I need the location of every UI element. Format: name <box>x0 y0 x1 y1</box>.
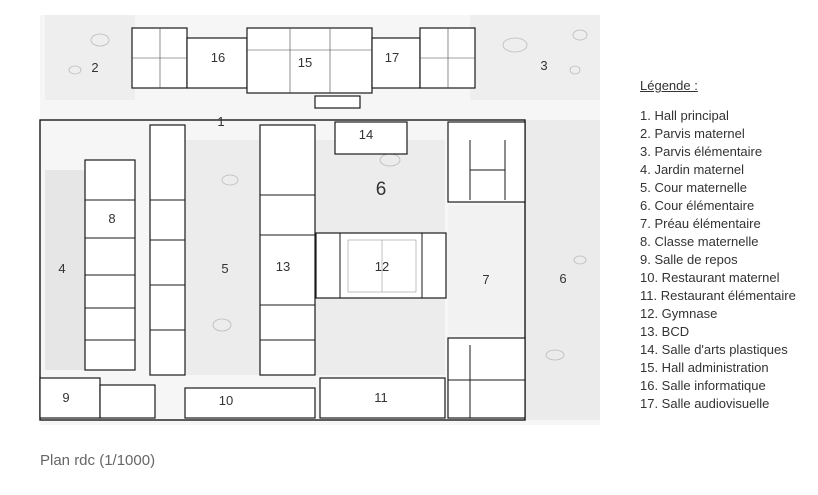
room-labels: 1 2 3 4 5 6 6 7 8 9 10 11 12 13 14 15 16… <box>58 50 566 408</box>
room-number-14: 14 <box>359 127 373 142</box>
cour-maternelle <box>185 140 260 375</box>
central-wing-partitions <box>260 194 423 341</box>
room-number-5: 5 <box>221 261 228 276</box>
legend-item: 13. BCD <box>640 324 690 339</box>
cour-elementaire-east <box>525 120 600 420</box>
plan-caption: Plan rdc (1/1000) <box>40 452 156 469</box>
room-number-6: 6 <box>376 179 387 200</box>
legend: Légende : 1. Hall principal 2. Parvis ma… <box>640 78 815 413</box>
legend-item: 10. Restaurant maternel <box>640 270 780 285</box>
legend-item: 1. Hall principal <box>640 108 729 123</box>
legend-item: 16. Salle informatique <box>640 378 766 393</box>
east-wing <box>447 121 526 419</box>
room-number-10: 10 <box>219 393 233 408</box>
parvis-elementaire <box>470 15 600 100</box>
legend-item: 6. Cour élémentaire <box>640 198 755 213</box>
east-wing-partitions <box>448 140 525 418</box>
legend-item: 12. Gymnase <box>640 306 718 321</box>
legend-list: 1. Hall principal 2. Parvis maternel 3. … <box>640 107 815 413</box>
legend-item: 5. Cour maternelle <box>640 180 747 195</box>
legend-item: 11. Restaurant élémentaire <box>640 288 796 303</box>
legend-item: 2. Parvis maternel <box>640 126 745 141</box>
jardin-maternel <box>45 170 85 370</box>
legend-item: 8. Classe maternelle <box>640 234 759 249</box>
preau-elementaire <box>448 205 523 335</box>
central-wing <box>184 121 447 419</box>
room-number-11: 11 <box>374 390 388 405</box>
west-wing-partitions <box>85 199 185 341</box>
room-number-12: 12 <box>375 259 389 274</box>
legend-item: 7. Préau élémentaire <box>640 216 761 231</box>
room-number-8: 8 <box>108 211 115 226</box>
main-building <box>39 119 526 421</box>
legend-item: 14. Salle d'arts plastiques <box>640 342 788 357</box>
parvis-maternel <box>45 15 135 100</box>
room-number-1: 1 <box>217 114 224 129</box>
room-number-15: 15 <box>298 55 312 70</box>
legend-item: 3. Parvis élémentaire <box>640 144 763 159</box>
room-number-17: 17 <box>385 50 399 65</box>
room-number-7: 7 <box>482 272 489 287</box>
room-number-9: 9 <box>62 390 69 405</box>
north-block-partitions <box>132 28 475 93</box>
room-number-13: 13 <box>276 259 290 274</box>
room-number-2: 2 <box>91 60 98 75</box>
room-number-4: 4 <box>58 261 65 276</box>
room-number-6b: 6 <box>559 271 566 286</box>
legend-item: 17. Salle audiovisuelle <box>640 396 770 411</box>
gymnase-court <box>347 239 417 293</box>
room-number-16: 16 <box>211 50 225 65</box>
legend-item: 15. Hall administration <box>640 360 769 375</box>
legend-item: 9. Salle de repos <box>640 252 738 267</box>
legend-title: Légende : <box>640 78 698 93</box>
room-number-3: 3 <box>540 58 547 73</box>
floor-plan: 1 2 3 4 5 6 6 7 8 9 10 11 12 13 14 15 16… <box>39 15 600 421</box>
west-wing <box>39 124 186 419</box>
legend-item: 4. Jardin maternel <box>640 162 745 177</box>
